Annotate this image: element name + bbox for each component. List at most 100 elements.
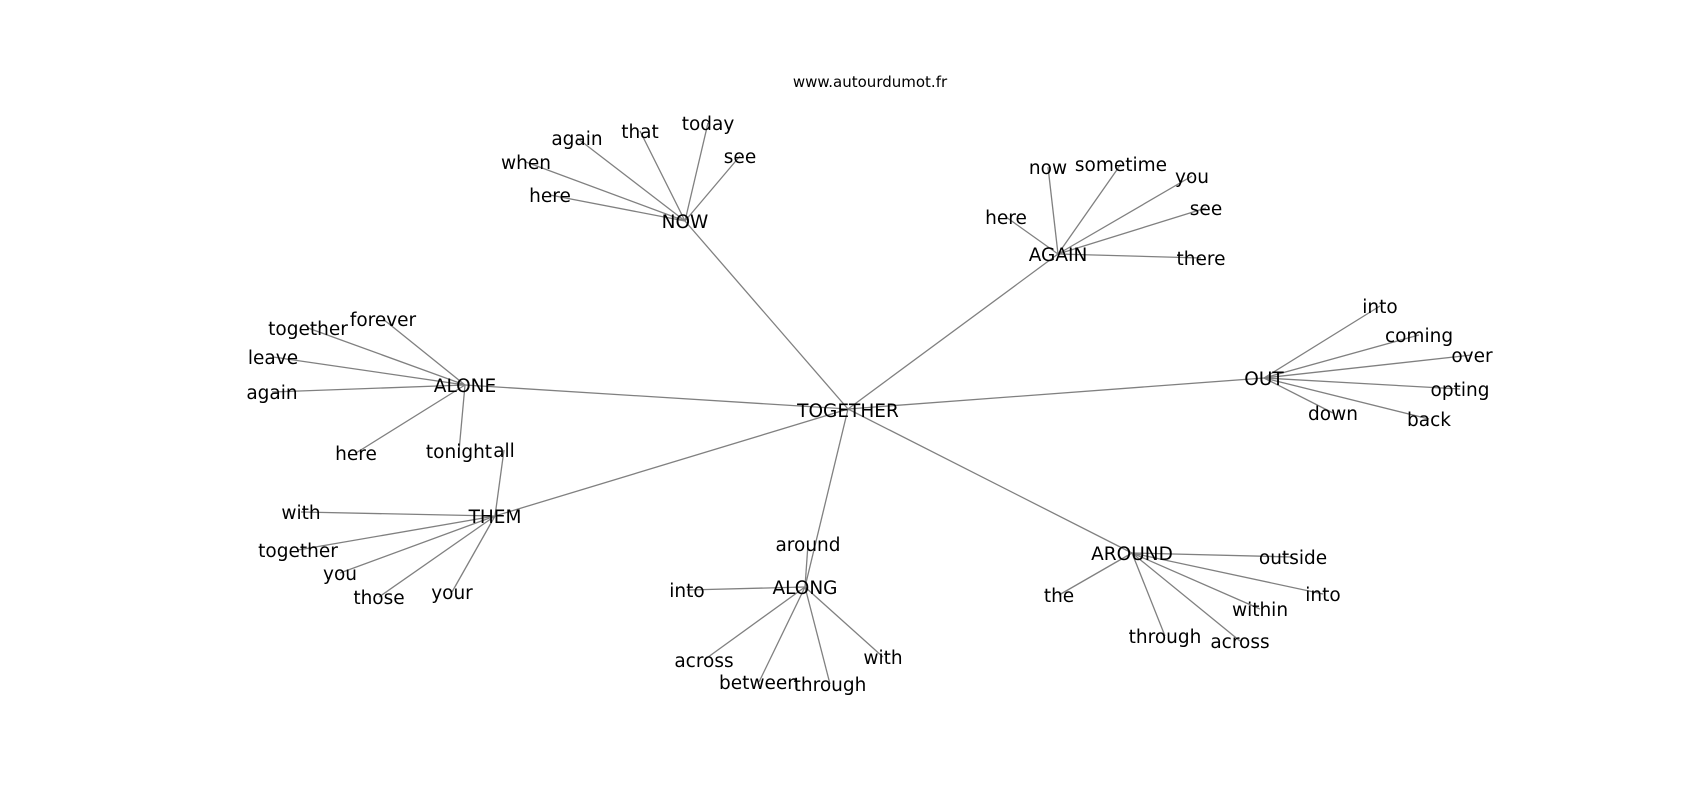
edge-center-them [494, 408, 849, 517]
leaf-node-them-2: together [258, 541, 338, 562]
edge-again-2 [1057, 175, 1193, 255]
edge-around-2 [1058, 552, 1133, 596]
leaf-node-again-2: you [1175, 167, 1209, 188]
edge-along-0 [804, 543, 809, 588]
edge-again-3 [1057, 207, 1207, 255]
leaf-node-around-3: within [1232, 600, 1288, 621]
edge-now-0 [576, 137, 686, 222]
edge-again-4 [1005, 216, 1059, 255]
leaf-node-again-4: here [985, 208, 1027, 229]
leaf-node-along-4: through [794, 675, 867, 696]
edge-them-5 [451, 515, 496, 593]
hub-node-along: ALONG [772, 578, 837, 599]
edge-along-2 [703, 586, 806, 661]
edge-out-5 [1263, 377, 1430, 420]
hub-node-them: THEM [468, 507, 522, 528]
edge-center-along [804, 408, 849, 588]
edge-alone-1 [307, 327, 466, 386]
edge-around-0 [1131, 552, 1294, 558]
hub-node-out: OUT [1244, 369, 1284, 390]
edge-again-5 [1057, 253, 1202, 259]
leaf-node-alone-1: together [268, 319, 348, 340]
edge-them-3 [339, 515, 496, 574]
edge-out-3 [1263, 377, 1461, 390]
leaf-node-along-3: between [719, 673, 799, 694]
hub-node-again: AGAIN [1029, 245, 1088, 266]
edge-them-0 [494, 449, 505, 517]
edge-along-1 [686, 586, 806, 591]
leaf-node-alone-2: leave [248, 348, 298, 369]
edge-them-4 [378, 515, 496, 598]
leaf-node-now-0: again [551, 129, 602, 150]
leaf-node-alone-4: here [335, 444, 377, 465]
leaf-node-again-0: now [1029, 158, 1067, 179]
leaf-node-along-5: with [863, 648, 902, 669]
leaf-node-them-5: your [431, 583, 473, 604]
edge-alone-3 [271, 384, 466, 393]
edge-center-out [847, 377, 1265, 410]
leaf-node-again-3: see [1190, 199, 1222, 220]
edge-along-4 [804, 586, 831, 685]
leaf-node-along-2: across [674, 651, 733, 672]
leaf-node-out-1: coming [1385, 326, 1453, 347]
leaf-node-out-0: into [1362, 297, 1397, 318]
leaf-node-alone-5: tonight [426, 442, 492, 463]
edge-again-0 [1047, 166, 1059, 255]
leaf-node-out-5: back [1407, 410, 1451, 431]
edge-alone-5 [458, 384, 466, 452]
edge-now-1 [639, 130, 686, 222]
leaf-node-around-5: across [1210, 632, 1269, 653]
edges-layer [271, 122, 1473, 685]
edge-out-0 [1263, 305, 1381, 379]
leaf-node-them-1: with [281, 503, 320, 524]
leaf-node-now-4: when [501, 153, 551, 174]
edge-along-5 [804, 586, 884, 658]
hub-node-alone: ALONE [434, 376, 496, 397]
edge-now-2 [684, 122, 709, 222]
edge-now-4 [525, 161, 686, 222]
edge-again-1 [1057, 163, 1122, 255]
edge-now-3 [684, 155, 741, 222]
leaf-node-now-5: here [529, 186, 571, 207]
leaf-node-out-2: over [1451, 346, 1493, 367]
edge-alone-2 [272, 356, 466, 386]
leaf-node-now-3: see [724, 147, 756, 168]
edge-them-2 [297, 515, 496, 551]
site-url: www.autourdumot.fr [793, 73, 948, 91]
edge-around-1 [1131, 552, 1324, 595]
edge-center-again [847, 253, 1059, 410]
edge-along-3 [758, 586, 806, 683]
leaf-node-around-0: outside [1259, 548, 1327, 569]
leaf-node-them-4: those [353, 588, 404, 609]
edge-out-1 [1263, 334, 1420, 379]
edge-alone-4 [355, 384, 466, 454]
edge-them-1 [300, 511, 496, 517]
leaf-node-alone-3: again [246, 383, 297, 404]
hub-node-around: AROUND [1091, 544, 1173, 565]
leaf-node-out-3: opting [1431, 380, 1490, 401]
leaf-node-alone-0: forever [350, 310, 417, 331]
center-node-label: TOGETHER [796, 401, 899, 422]
leaf-node-again-1: sometime [1075, 155, 1167, 176]
leaf-node-along-0: around [775, 535, 840, 556]
leaf-node-around-2: the [1044, 586, 1074, 607]
leaf-node-them-3: you [323, 564, 357, 585]
edge-out-2 [1263, 354, 1473, 379]
leaf-node-around-4: through [1129, 627, 1202, 648]
edge-center-around [847, 408, 1133, 554]
edge-now-5 [549, 194, 686, 222]
leaf-node-around-1: into [1305, 585, 1340, 606]
edge-around-3 [1131, 552, 1261, 610]
edge-center-alone [464, 384, 849, 410]
leaf-node-them-0: all [493, 441, 515, 462]
edge-center-now [684, 220, 849, 410]
leaf-node-out-4: down [1308, 404, 1358, 425]
leaf-node-now-2: today [682, 114, 735, 135]
leaf-node-along-1: into [669, 581, 704, 602]
edge-alone-0 [382, 318, 466, 386]
edge-around-4 [1131, 552, 1166, 637]
edge-out-4 [1263, 377, 1334, 414]
hub-node-now: NOW [662, 212, 709, 233]
